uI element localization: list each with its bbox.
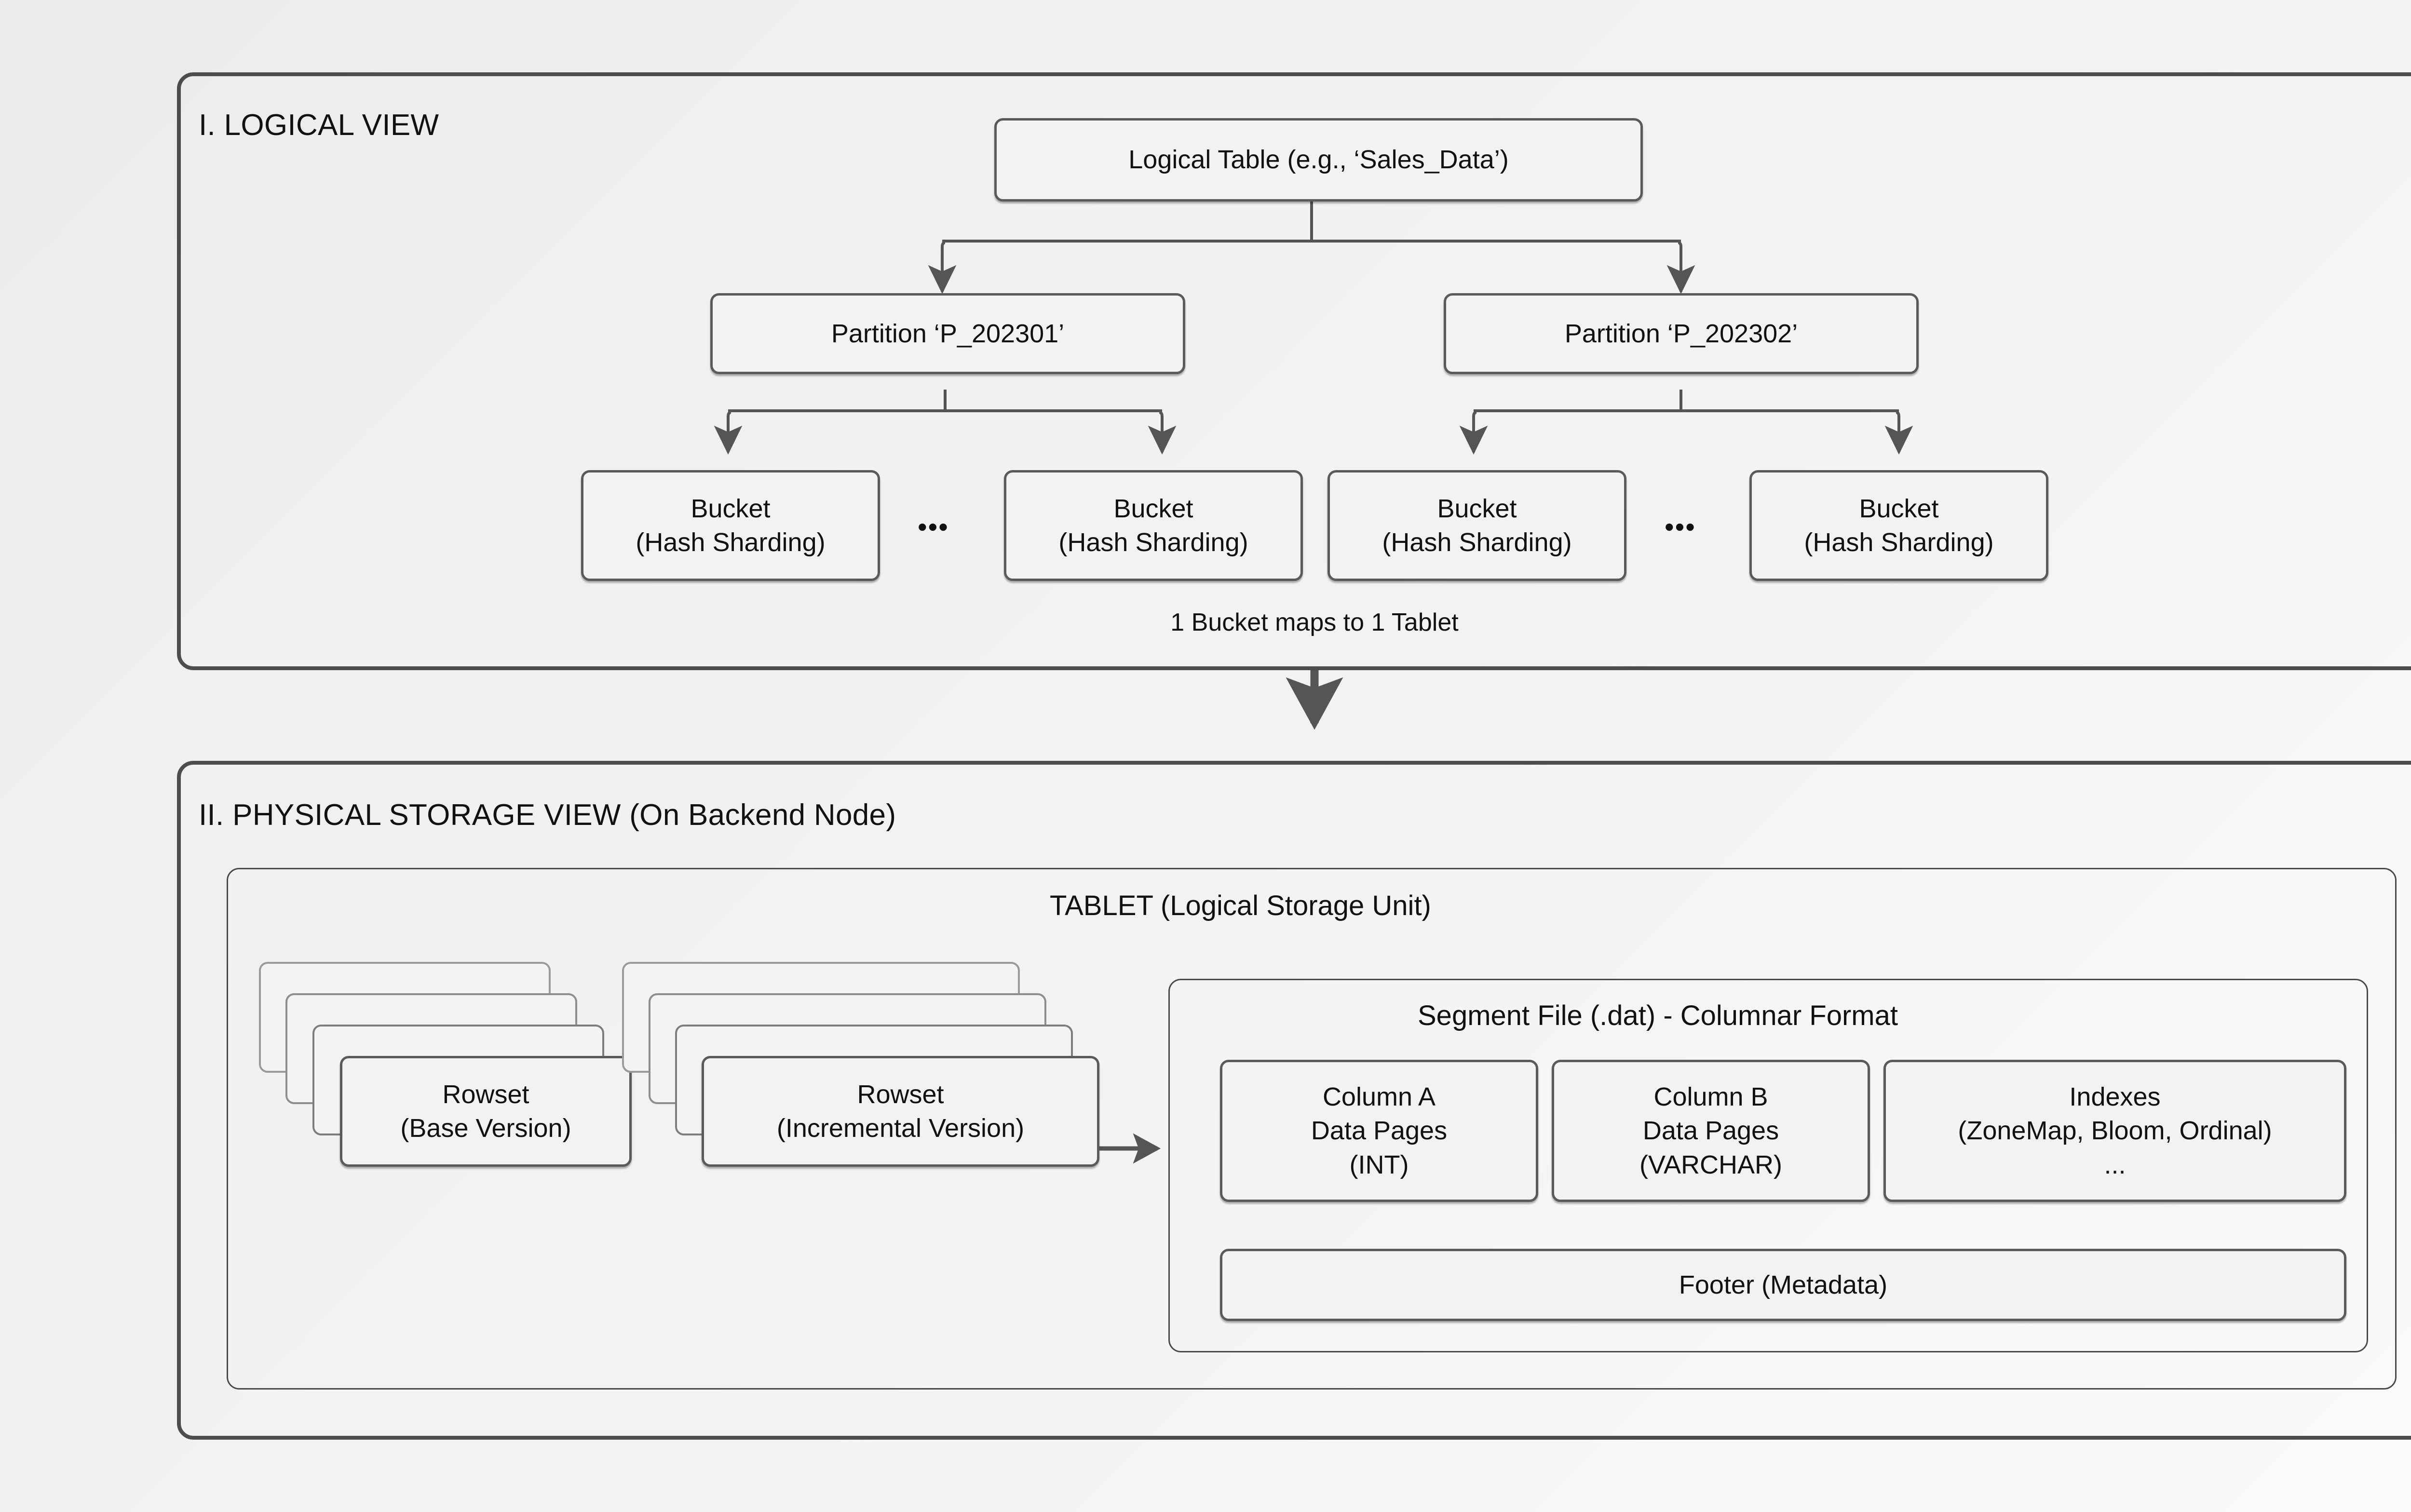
panel-logical-view-title: I. LOGICAL VIEW <box>199 108 439 142</box>
node-bucket-2[interactable]: Bucket (Hash Sharding) <box>1004 470 1303 581</box>
node-footer-metadata-label: Footer (Metadata) <box>1679 1270 1888 1299</box>
node-bucket-3-line2: (Hash Sharding) <box>1382 528 1572 557</box>
node-column-a-line3: (INT) <box>1349 1150 1409 1179</box>
node-rowset-base-line1: Rowset <box>442 1080 529 1109</box>
bucket-ellipsis-right: ••• <box>1665 512 1696 542</box>
node-column-b-line2: Data Pages <box>1642 1116 1779 1146</box>
node-bucket-4-line1: Bucket <box>1859 494 1939 523</box>
node-rowset-base[interactable]: Rowset (Base Version) <box>340 1056 632 1167</box>
frame-segment-file <box>1168 979 2368 1352</box>
node-indexes-line1: Indexes <box>2069 1082 2161 1112</box>
node-partition-2-label: Partition ‘P_202302’ <box>1564 319 1798 348</box>
node-bucket-2-line1: Bucket <box>1113 494 1193 523</box>
node-footer-metadata[interactable]: Footer (Metadata) <box>1220 1249 2346 1321</box>
node-bucket-1-line2: (Hash Sharding) <box>636 528 826 557</box>
frame-tablet <box>227 868 2397 1390</box>
node-logical-table[interactable]: Logical Table (e.g., ‘Sales_Data’) <box>994 118 1643 202</box>
panel-physical-view <box>177 761 2411 1440</box>
node-partition-1-label: Partition ‘P_202301’ <box>831 319 1065 348</box>
node-column-b-line1: Column B <box>1653 1082 1768 1112</box>
node-rowset-incremental-line1: Rowset <box>857 1080 944 1109</box>
node-column-a[interactable]: Column A Data Pages (INT) <box>1220 1060 1538 1202</box>
bucket-tablet-footnote: 1 Bucket maps to 1 Tablet <box>1170 608 1459 636</box>
frame-tablet-title: TABLET (Logical Storage Unit) <box>1050 890 1431 921</box>
bucket-ellipsis-left: ••• <box>918 512 949 542</box>
node-indexes-line2: (ZoneMap, Bloom, Ordinal) <box>1958 1116 2272 1146</box>
node-bucket-3[interactable]: Bucket (Hash Sharding) <box>1327 470 1626 581</box>
panel-logical-view <box>177 72 2411 670</box>
node-partition-2[interactable]: Partition ‘P_202302’ <box>1444 293 1919 374</box>
node-bucket-4[interactable]: Bucket (Hash Sharding) <box>1749 470 2048 581</box>
node-bucket-3-line1: Bucket <box>1437 494 1517 523</box>
node-partition-1[interactable]: Partition ‘P_202301’ <box>710 293 1185 374</box>
node-indexes-line3: ... <box>2104 1150 2126 1179</box>
node-bucket-1-line1: Bucket <box>691 494 771 523</box>
node-column-b[interactable]: Column B Data Pages (VARCHAR) <box>1552 1060 1870 1202</box>
node-rowset-incremental-line2: (Incremental Version) <box>776 1114 1025 1143</box>
node-bucket-2-line2: (Hash Sharding) <box>1058 528 1248 557</box>
node-indexes[interactable]: Indexes (ZoneMap, Bloom, Ordinal) ... <box>1883 1060 2346 1202</box>
node-bucket-1[interactable]: Bucket (Hash Sharding) <box>581 470 880 581</box>
panel-physical-view-title: II. PHYSICAL STORAGE VIEW (On Backend No… <box>199 798 896 832</box>
node-column-a-line2: Data Pages <box>1311 1116 1448 1146</box>
node-column-a-line1: Column A <box>1322 1082 1436 1112</box>
node-column-b-line3: (VARCHAR) <box>1639 1150 1782 1179</box>
node-logical-table-label: Logical Table (e.g., ‘Sales_Data’) <box>1128 145 1509 175</box>
node-rowset-base-line2: (Base Version) <box>400 1114 571 1143</box>
node-bucket-4-line2: (Hash Sharding) <box>1804 528 1994 557</box>
node-rowset-incremental[interactable]: Rowset (Incremental Version) <box>702 1056 1099 1167</box>
frame-segment-file-title: Segment File (.dat) - Columnar Format <box>1418 1000 1898 1031</box>
